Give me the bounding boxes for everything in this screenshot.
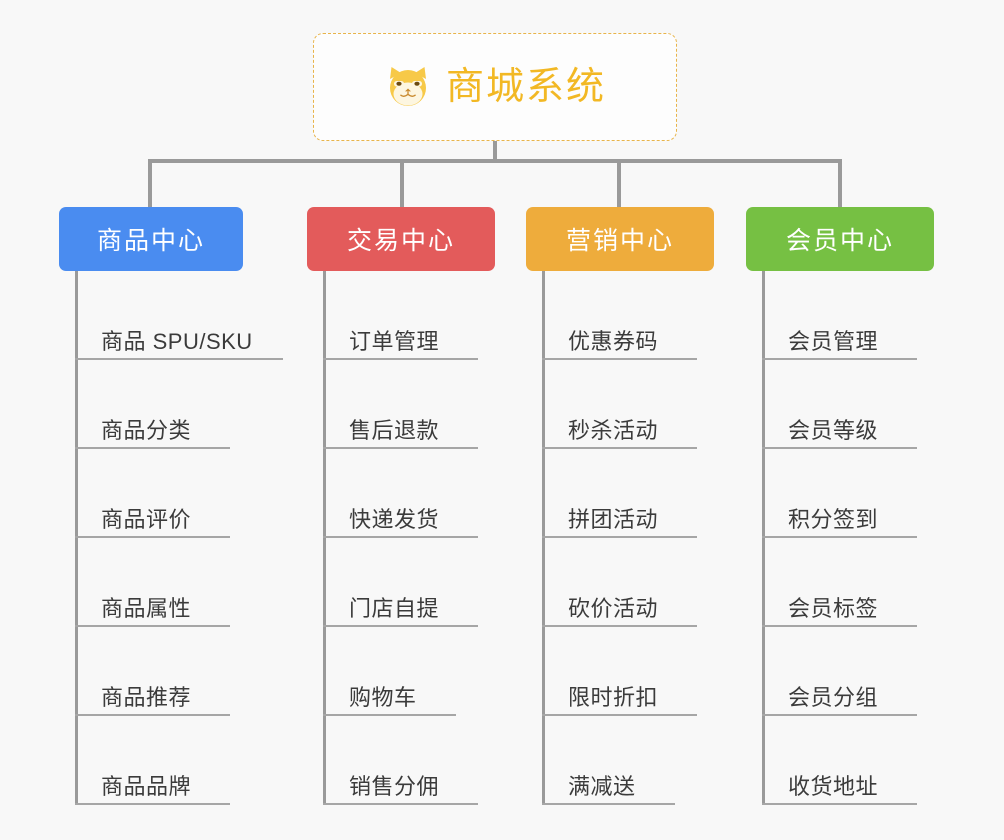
list-item-underline — [542, 358, 697, 360]
list-item[interactable]: 商品推荐 — [75, 627, 253, 716]
list-item[interactable]: 会员管理 — [762, 271, 917, 360]
list-item-label: 商品推荐 — [101, 684, 192, 710]
list-item-label: 门店自提 — [349, 595, 440, 621]
list-item-underline — [542, 447, 697, 449]
connector-bus-horizontal — [148, 159, 842, 163]
list-item[interactable]: 门店自提 — [323, 538, 478, 627]
connector-drop-member-center — [838, 159, 842, 209]
list-item-underline — [75, 803, 230, 805]
list-item-label: 商品属性 — [101, 595, 192, 621]
item-list-marketing-center: 优惠券码秒杀活动拼团活动砍价活动限时折扣满减送 — [542, 271, 697, 805]
root-node-mall-system[interactable]: 商城系统 — [313, 33, 677, 141]
list-item-underline — [75, 447, 230, 449]
column-rail-trade-center — [323, 271, 326, 805]
list-item-underline — [762, 358, 917, 360]
list-item-label: 优惠券码 — [568, 328, 659, 354]
connector-root-stem — [493, 141, 497, 161]
list-item[interactable]: 会员标签 — [762, 538, 917, 627]
list-item[interactable]: 优惠券码 — [542, 271, 697, 360]
list-item[interactable]: 拼团活动 — [542, 449, 697, 538]
item-list-member-center: 会员管理会员等级积分签到会员标签会员分组收货地址 — [762, 271, 917, 805]
connector-drop-product-center — [148, 159, 152, 209]
list-item-label: 商品品牌 — [101, 773, 192, 799]
root-title: 商城系统 — [445, 66, 606, 108]
list-item-underline — [542, 714, 697, 716]
item-list-product-center: 商品 SPU/SKU 商品分类商品评价商品属性商品推荐商品品牌 — [75, 271, 283, 805]
list-item-underline — [762, 536, 917, 538]
list-item-underline — [323, 447, 478, 449]
category-box-trade-center[interactable]: 交易中心 — [307, 207, 495, 271]
list-item-label: 收货地址 — [788, 773, 879, 799]
list-item-underline — [323, 714, 456, 716]
list-item[interactable]: 快递发货 — [323, 449, 478, 538]
list-item-label: 购物车 — [349, 684, 417, 710]
list-item-underline — [762, 625, 917, 627]
list-item-underline — [762, 447, 917, 449]
connector-drop-trade-center — [400, 159, 404, 209]
column-marketing-center: 营销中心优惠券码秒杀活动拼团活动砍价活动限时折扣满减送 — [526, 207, 714, 805]
list-item-label: 积分签到 — [788, 506, 879, 532]
category-box-marketing-center[interactable]: 营销中心 — [526, 207, 714, 271]
list-item-label: 会员管理 — [788, 328, 879, 354]
list-item[interactable]: 秒杀活动 — [542, 360, 697, 449]
list-item-label: 销售分佣 — [349, 773, 440, 799]
list-item-underline — [323, 536, 478, 538]
list-item[interactable]: 砍价活动 — [542, 538, 697, 627]
column-product-center: 商品中心商品 SPU/SKU 商品分类商品评价商品属性商品推荐商品品牌 — [59, 207, 283, 805]
list-item-label: 会员分组 — [788, 684, 879, 710]
list-item[interactable]: 商品 SPU/SKU — [75, 271, 283, 360]
list-item-label: 快递发货 — [349, 506, 440, 532]
list-item-underline — [323, 625, 478, 627]
column-rail-marketing-center — [542, 271, 545, 805]
list-item[interactable]: 商品分类 — [75, 360, 253, 449]
category-box-product-center[interactable]: 商品中心 — [59, 207, 243, 271]
list-item-label: 商品评价 — [101, 506, 192, 532]
list-item-label: 售后退款 — [349, 417, 440, 443]
list-item-underline — [542, 536, 697, 538]
list-item-label: 会员标签 — [788, 595, 879, 621]
list-item-underline — [323, 358, 478, 360]
list-item[interactable]: 商品属性 — [75, 538, 253, 627]
category-box-member-center[interactable]: 会员中心 — [746, 207, 934, 271]
list-item[interactable]: 限时折扣 — [542, 627, 697, 716]
list-item[interactable]: 商品品牌 — [75, 716, 253, 805]
list-item-label: 会员等级 — [788, 417, 879, 443]
list-item-underline — [762, 714, 917, 716]
list-item[interactable]: 订单管理 — [323, 271, 478, 360]
list-item-label: 商品分类 — [101, 417, 192, 443]
list-item[interactable]: 会员分组 — [762, 627, 917, 716]
list-item-underline — [75, 625, 230, 627]
list-item-underline — [75, 358, 283, 360]
list-item-underline — [323, 803, 478, 805]
column-member-center: 会员中心会员管理会员等级积分签到会员标签会员分组收货地址 — [746, 207, 934, 805]
list-item[interactable]: 收货地址 — [762, 716, 917, 805]
list-item[interactable]: 售后退款 — [323, 360, 478, 449]
list-item[interactable]: 商品评价 — [75, 449, 253, 538]
list-item-label: 订单管理 — [349, 328, 440, 354]
column-trade-center: 交易中心订单管理售后退款快递发货门店自提购物车销售分佣 — [307, 207, 495, 805]
list-item-underline — [542, 803, 675, 805]
list-item-underline — [542, 625, 697, 627]
list-item-label: 商品 SPU/SKU — [101, 328, 253, 354]
shiba-dog-icon — [389, 67, 426, 106]
list-item[interactable]: 销售分佣 — [323, 716, 478, 805]
list-item-label: 砍价活动 — [568, 595, 659, 621]
list-item-underline — [762, 803, 917, 805]
item-list-trade-center: 订单管理售后退款快递发货门店自提购物车销售分佣 — [323, 271, 478, 805]
column-rail-member-center — [762, 271, 765, 805]
list-item[interactable]: 购物车 — [323, 627, 456, 716]
list-item-underline — [75, 536, 230, 538]
connector-drop-marketing-center — [617, 159, 621, 209]
list-item[interactable]: 会员等级 — [762, 360, 917, 449]
column-rail-product-center — [75, 271, 78, 805]
list-item-label: 秒杀活动 — [568, 417, 659, 443]
list-item-label: 限时折扣 — [568, 684, 659, 710]
list-item[interactable]: 满减送 — [542, 716, 675, 805]
list-item[interactable]: 积分签到 — [762, 449, 917, 538]
list-item-underline — [75, 714, 230, 716]
list-item-label: 拼团活动 — [568, 506, 659, 532]
list-item-label: 满减送 — [568, 773, 636, 799]
